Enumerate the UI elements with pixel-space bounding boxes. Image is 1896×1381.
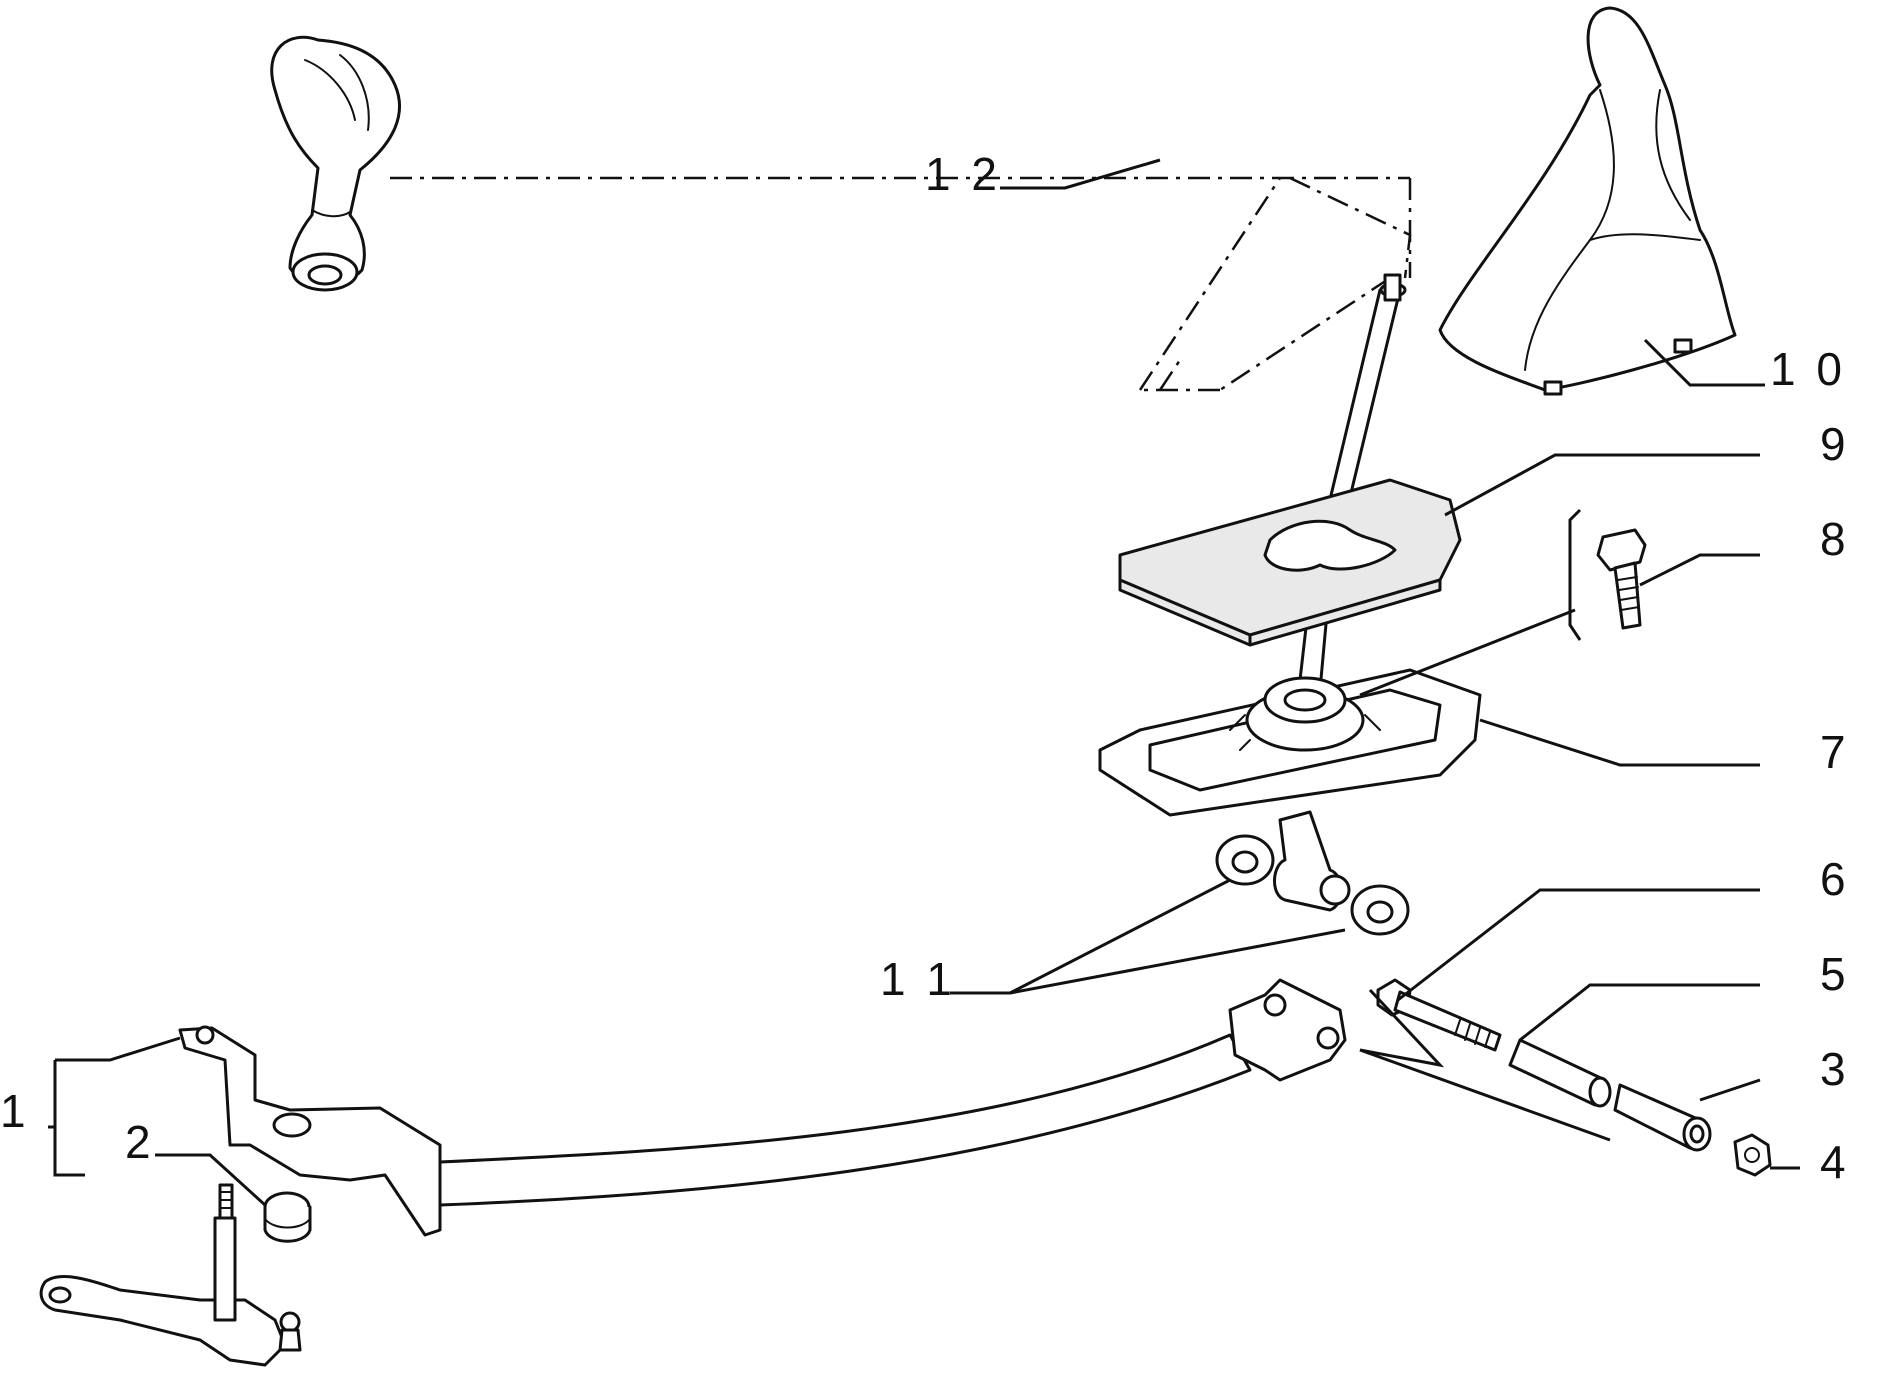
callout-4: 4 — [1820, 1136, 1850, 1188]
bolt-part-6 — [1376, 978, 1502, 1052]
bracket-part-8 — [1568, 508, 1582, 641]
selector-lever — [39, 1183, 302, 1367]
callout-6: 6 — [1820, 853, 1850, 905]
base-housing-part-7 — [1098, 668, 1482, 817]
bushing-part-3 — [1613, 1083, 1712, 1152]
callout-11: 1 1 — [880, 953, 956, 1005]
gear-boot-part-10 — [1438, 6, 1737, 396]
washers-part-11 — [1215, 810, 1410, 936]
spacer-part-5 — [1508, 1038, 1612, 1108]
bolt-part-8 — [1596, 528, 1647, 630]
callout-1: 1 — [0, 1085, 30, 1137]
callout-3: 3 — [1820, 1043, 1850, 1095]
nut-part-4 — [1733, 1133, 1772, 1177]
callout-10: 1 0 — [1770, 343, 1846, 395]
callout-5: 5 — [1820, 948, 1850, 1000]
phantom-line-knob — [390, 176, 1412, 392]
alignment-guide — [1359, 988, 1611, 1142]
gear-knob-part-12 — [270, 35, 401, 292]
leader-lines — [48, 158, 1800, 1207]
callout-9: 9 — [1820, 418, 1850, 470]
callout-12: 1 2 — [925, 148, 1001, 200]
rubber-cap-part-2 — [263, 1191, 312, 1243]
callout-7: 7 — [1820, 726, 1850, 778]
callout-2: 2 — [125, 1116, 155, 1168]
linkage-rod — [438, 978, 1347, 1207]
bracket-part-1 — [178, 1025, 442, 1237]
callout-8: 8 — [1820, 513, 1850, 565]
gasket-plate-part-9 — [1118, 478, 1462, 647]
